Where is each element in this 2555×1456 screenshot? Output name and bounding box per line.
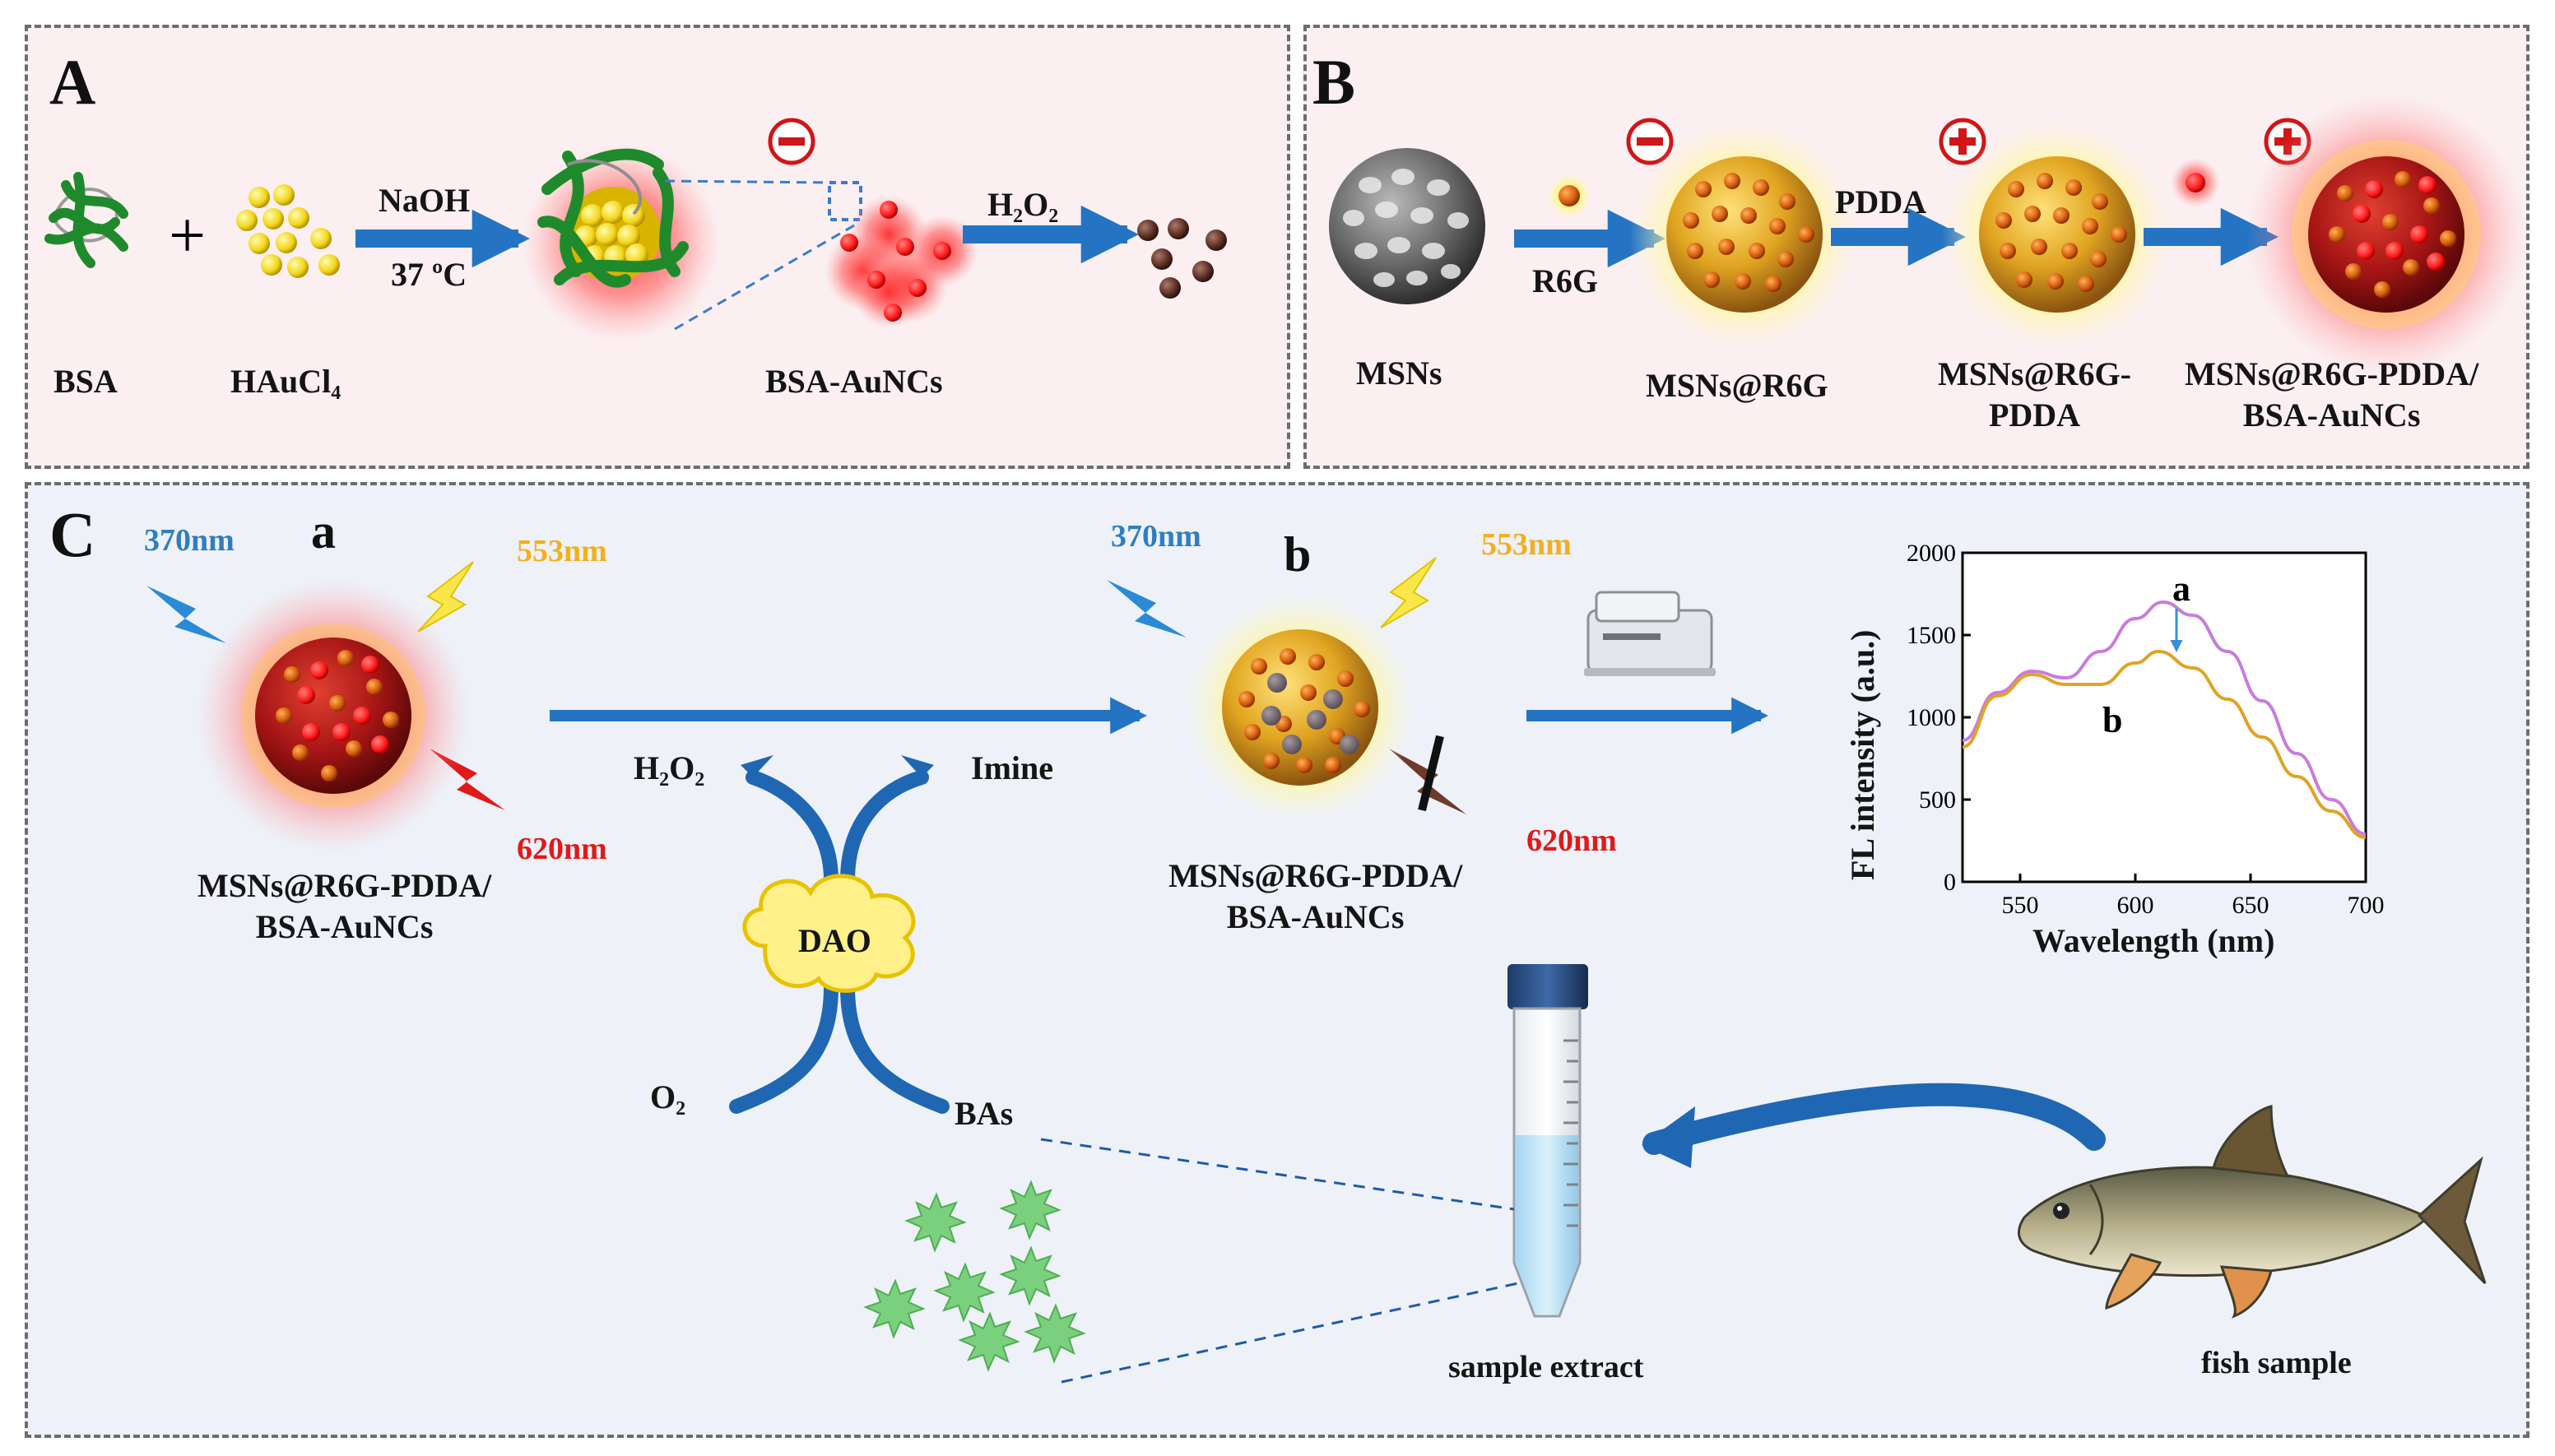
chart-series-b-label: b [2102, 700, 2123, 740]
excitation-label-a: 370nm [144, 523, 235, 558]
msns-r6g-label: MSNs@R6G [1646, 367, 1828, 404]
chart-series-a-label: a [2172, 568, 2190, 609]
imine-label: Imine [971, 749, 1053, 786]
quenched-aunc-dots [1137, 218, 1227, 299]
reaction-curves [729, 770, 950, 1114]
temperature-label: 37 ºC [391, 256, 467, 293]
naoh-label: NaOH [379, 182, 471, 219]
bsa-aunc-cluster-icon [523, 144, 720, 341]
chart-y-tick-label: 0 [1944, 869, 1956, 896]
probe-sphere-a [197, 580, 469, 851]
chart-y-tick-label: 1500 [1907, 622, 1956, 649]
arrowhead-h2o2 [741, 755, 773, 777]
msns-label: MSNs [1356, 355, 1442, 392]
lightning-620-b-blocked [1389, 735, 1466, 814]
aunc-dot-icon-b [2171, 158, 2220, 207]
state-b-label: b [1284, 527, 1312, 582]
chart-plot-area [1961, 551, 2367, 883]
r6g-molecule-icon [1546, 173, 1592, 219]
plus-sign: + [169, 200, 207, 272]
o2-label: O₂ [650, 1078, 686, 1115]
bsa-label: BSA [53, 363, 118, 400]
dashed-line-top [1040, 1138, 1515, 1211]
emission-553-label-a: 553nm [517, 534, 607, 568]
emission-620-label-a: 620nm [517, 832, 607, 866]
bsa-aunc-label: BSA-AuNCs [765, 363, 943, 400]
h2o2-label-c: H₂O₂ [634, 749, 705, 786]
panel-c-label: C [49, 498, 96, 570]
lightning-370-b [1107, 580, 1187, 638]
haucl4-particles [236, 184, 340, 278]
probe-label-b: MSNs@R6G-PDDA/ BSA-AuNCs [1168, 857, 1463, 935]
msns-sphere-icon [1329, 148, 1485, 304]
arrowhead-fish [1642, 1106, 1695, 1168]
arrowhead-imine [901, 755, 934, 777]
dao-cloud-icon [742, 874, 916, 993]
arrow-fish-to-tube [1642, 1083, 2106, 1155]
lightning-370-a [146, 586, 226, 643]
chart-x-tick-label: 650 [2232, 892, 2269, 919]
zoom-box [828, 181, 862, 221]
chart-xlabel: Wavelength (nm) [2032, 922, 2275, 959]
chart-series-line-a [1962, 600, 2367, 836]
chart-x-tick-label: 600 [2117, 892, 2154, 919]
probe-label-a: MSNs@R6G-PDDA/ BSA-AuNCs [197, 867, 492, 945]
panel-a-label: A [49, 46, 96, 118]
negative-charge-icon-b [1626, 118, 1674, 165]
msns-r6g-sphere-icon [1629, 119, 1860, 350]
chart-x-tick-label: 700 [2348, 892, 2385, 919]
pdda-label: PDDA [1835, 183, 1927, 220]
sample-tube-icon [1507, 964, 1588, 1318]
bas-label: BAs [955, 1095, 1014, 1132]
aunc-red-dots [825, 195, 978, 328]
zoom-line-bottom [674, 220, 861, 331]
chart-series-line-b [1962, 649, 2367, 839]
msns-r6g-pdda-sphere-icon [1942, 119, 2172, 350]
dao-label: DAO [798, 922, 871, 959]
state-a-label: a [311, 504, 336, 559]
h2o2-label-a: H₂O₂ [987, 186, 1059, 223]
chart-y-tick-label: 1000 [1907, 704, 1956, 731]
positive-charge-icon-b1 [1939, 118, 1986, 165]
fish-icon [2017, 1105, 2487, 1319]
zoom-line-top [664, 179, 830, 184]
sample-extract-label: sample extract [1448, 1350, 1644, 1384]
fl-spectrum-chart: 550 600 650 700 0 500 1000 1500 2000 [1907, 540, 2385, 919]
emission-553-label-b: 553nm [1481, 527, 1572, 562]
panel-b-label: B [1312, 46, 1356, 118]
chart-ylabel: FL intensity (a.u.) [1844, 629, 1881, 880]
probe-sphere-b [1185, 592, 1415, 823]
excitation-label-b: 370nm [1111, 519, 1201, 554]
msns-r6g-pdda-label: MSNs@R6G- PDDA [1938, 355, 2131, 434]
final-probe-sphere-icon-b [2246, 95, 2526, 374]
lightning-553-b [1380, 557, 1437, 628]
chart-x-tick-label: 550 [2002, 892, 2039, 919]
r6g-label: R6G [1532, 262, 1598, 299]
final-probe-label-b: MSNs@R6G-PDDA/ BSA-AuNCs [2185, 355, 2479, 434]
haucl4-label: HAuCl₄ [230, 363, 341, 400]
chart-y-tick-label: 2000 [1907, 540, 1956, 567]
fish-sample-label: fish sample [2201, 1346, 2352, 1380]
chart-y-tick-label: 500 [1919, 786, 1956, 814]
plate-reader-icon [1584, 591, 1716, 676]
bas-molecules-icon [863, 1180, 1086, 1372]
negative-charge-icon-a [768, 118, 815, 165]
emission-620-label-b: 620nm [1526, 823, 1617, 858]
bsa-protein-icon [44, 172, 128, 268]
